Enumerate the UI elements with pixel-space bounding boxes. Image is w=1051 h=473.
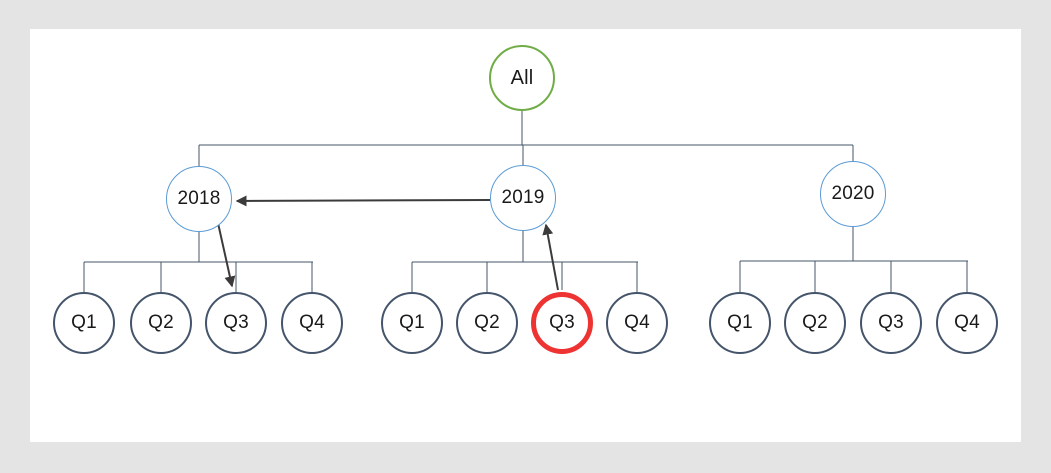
node-2019-q3-highlighted: Q3 [531, 292, 593, 354]
node-2020-q4: Q4 [936, 292, 998, 354]
node-label: Q2 [802, 312, 828, 333]
node-2018-q2: Q2 [130, 292, 192, 354]
node-label: Q1 [71, 312, 97, 333]
node-2018-q1: Q1 [53, 292, 115, 354]
node-label: 2018 [177, 188, 221, 209]
node-2020: 2020 [820, 161, 886, 227]
node-all: All [489, 45, 555, 111]
node-2020-q2: Q2 [784, 292, 846, 354]
node-2019-q1: Q1 [381, 292, 443, 354]
tree-connectors [83, 111, 968, 292]
node-2019-q2: Q2 [456, 292, 518, 354]
node-label: Q4 [299, 312, 325, 333]
connector-layer [83, 111, 968, 292]
node-label: Q4 [624, 312, 650, 333]
node-label: Q3 [549, 312, 575, 333]
node-label: All [510, 66, 534, 89]
node-2018: 2018 [166, 166, 232, 232]
arrow-2019-to-2018 [235, 195, 491, 207]
node-label: 2020 [831, 183, 875, 204]
node-label: Q4 [954, 312, 980, 333]
arrow-2019-q3-to-2019 [542, 223, 559, 291]
node-2019: 2019 [490, 165, 556, 231]
node-2020-q3: Q3 [860, 292, 922, 354]
arrow-2018-to-2018-q3 [217, 222, 236, 288]
node-label: Q3 [878, 312, 904, 333]
node-2019-q4: Q4 [606, 292, 668, 354]
node-2018-q3: Q3 [205, 292, 267, 354]
node-label: 2019 [501, 187, 545, 208]
diagram-canvas: All 2018 2019 2020 Q1 Q2 Q3 Q4 Q1 Q2 Q3 … [30, 29, 1021, 442]
node-label: Q3 [223, 312, 249, 333]
node-2018-q4: Q4 [281, 292, 343, 354]
node-label: Q2 [148, 312, 174, 333]
node-label: Q1 [727, 312, 753, 333]
node-label: Q1 [399, 312, 425, 333]
node-label: Q2 [474, 312, 500, 333]
node-2020-q1: Q1 [709, 292, 771, 354]
